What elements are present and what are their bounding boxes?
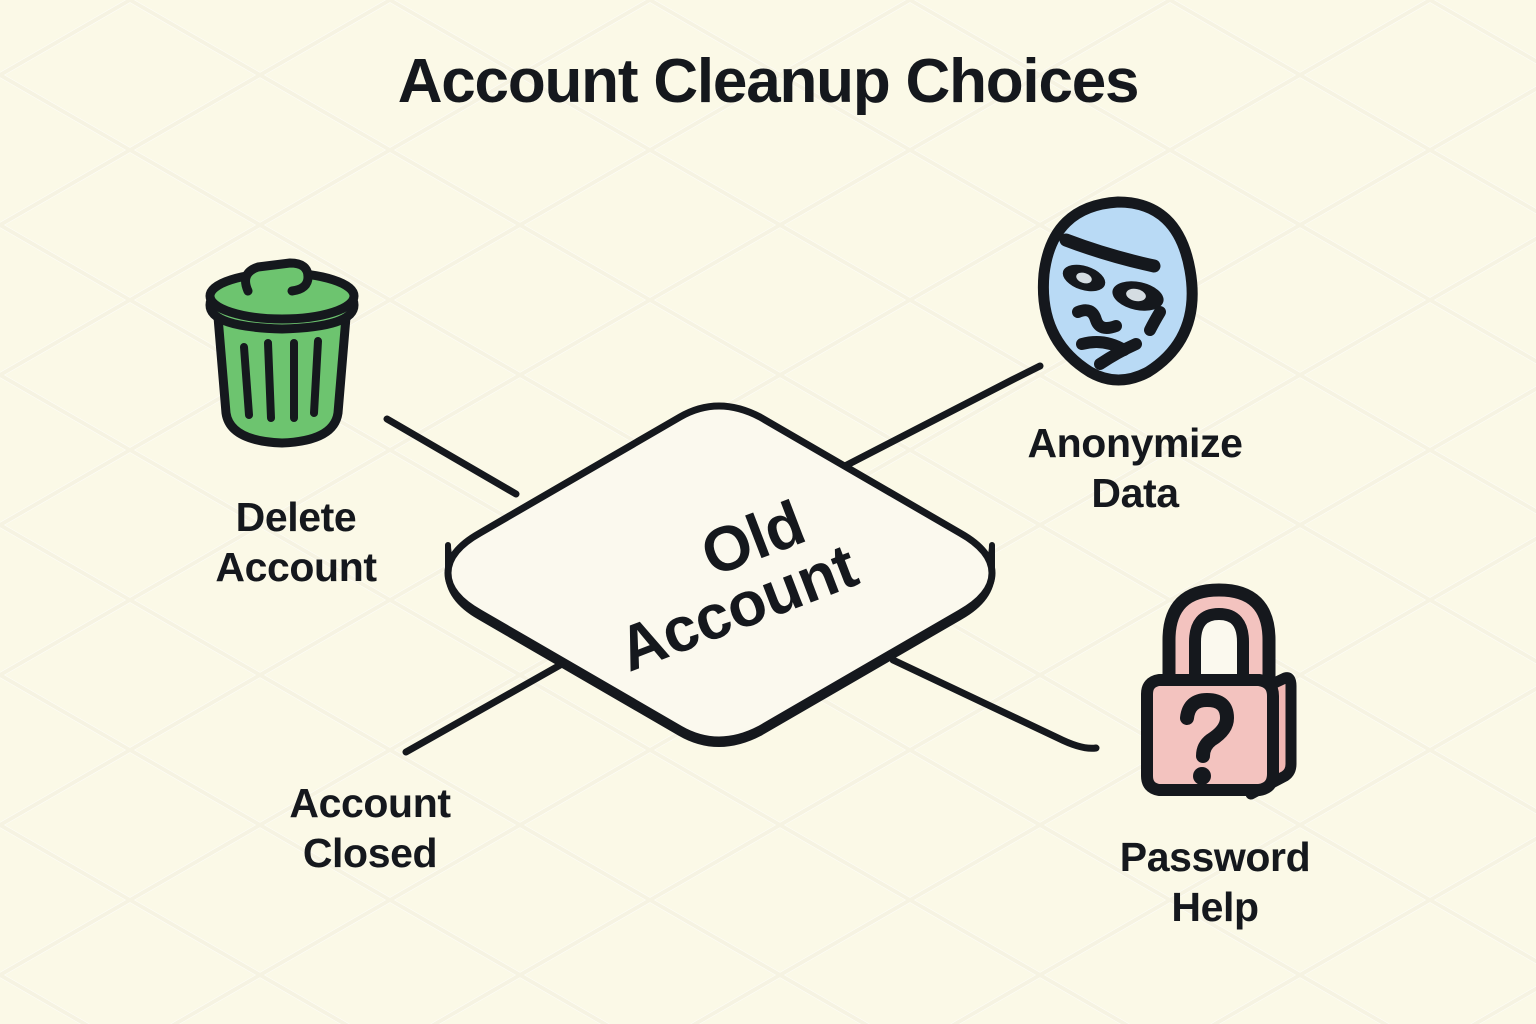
anonymize-data-line2: Data — [1091, 470, 1179, 517]
password-help-line1: Password — [1119, 834, 1311, 880]
connector-anonymize — [841, 362, 1044, 470]
delete-account-line1: Delete — [235, 494, 357, 540]
account-closed-line2: Closed — [302, 830, 438, 877]
password-help-line2: Help — [1171, 884, 1259, 931]
connector-closed — [402, 660, 566, 756]
trash-can-icon[interactable] — [196, 255, 376, 455]
card-top-face — [444, 402, 996, 744]
account-closed-line1: Account — [289, 780, 451, 826]
anonymize-data-line1: Anonymize — [1027, 420, 1243, 466]
old-account-card[interactable]: Old Account — [430, 385, 1010, 765]
delete-account-line2: Account — [215, 544, 377, 591]
padlock-question-icon[interactable] — [1133, 578, 1305, 810]
connector-delete — [383, 415, 520, 498]
branch-label-account-closed: Account Closed — [260, 778, 480, 878]
page-title: Account Cleanup Choices — [397, 47, 1140, 116]
mask-face-icon[interactable] — [1032, 196, 1204, 388]
branch-label-password-help: Password Help — [1090, 832, 1340, 932]
branch-label-delete-account: Delete Account — [196, 492, 396, 592]
connector-password — [889, 656, 1100, 752]
branch-label-anonymize-data: Anonymize Data — [1000, 418, 1270, 518]
